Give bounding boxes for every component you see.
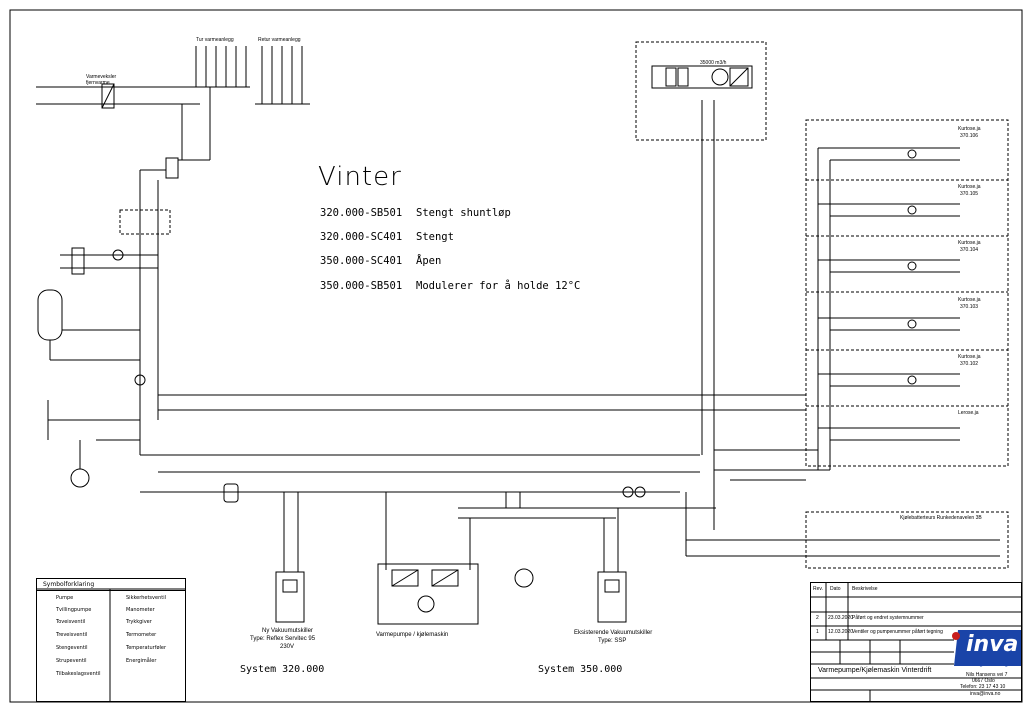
zone-label: Kurtose.ja: [958, 240, 981, 246]
tb-head-rev: Rev.: [813, 586, 823, 592]
tb-head-desc: Beskrivelse: [852, 586, 878, 592]
tb-rev-date: 12.03.2020: [828, 629, 854, 635]
control-row-id: 320.000-SB501: [320, 207, 403, 219]
control-row-id: 350.000-SC401: [320, 255, 403, 267]
caption-left-vac: Ny Vakuumutskiller: [262, 628, 313, 634]
address-line: Telefon: 23 17 43 10: [960, 684, 1006, 690]
sheet-border: [9, 9, 1023, 703]
zone-frame: [805, 119, 1009, 467]
address-line: 0667 Oslo: [972, 678, 995, 684]
legend-item: Energimåler: [126, 658, 157, 664]
legend-item: Tvillingpumpe: [56, 607, 92, 613]
zone-dividers: [806, 179, 1008, 407]
legend-item: Sikkerhetsventil: [126, 595, 166, 601]
zone-code: 370.105: [960, 191, 979, 197]
vacuum-separator-right: [597, 571, 627, 623]
heat-exchanger-2: [165, 157, 179, 179]
zone-label: Kurtose.ja: [958, 126, 981, 132]
expansion-vessel-left: [70, 468, 90, 488]
compressor-icon: [417, 595, 435, 613]
zone-branches: [818, 147, 960, 441]
label-air-unit: 35000 m3/h: [700, 60, 727, 66]
heat-exchanger-dh: [101, 83, 115, 109]
filter-left: [223, 483, 239, 503]
address-line: inva@inva.no: [970, 691, 1001, 697]
legend-item: Pumpe: [56, 595, 74, 601]
legend-item: Strupeventil: [56, 658, 87, 664]
storage-tank: [37, 289, 63, 341]
zone-label: Kurtose.ja: [958, 184, 981, 190]
logo-word: inva: [966, 632, 1019, 657]
legend-title: Symbolforklaring: [37, 579, 185, 591]
tb-head-date: Dato: [830, 586, 841, 592]
control-row-id: 320.000-SC401: [320, 231, 403, 243]
title-block: [810, 582, 1022, 702]
zone-code: 370.104: [960, 247, 979, 253]
inva-logo: [954, 630, 1022, 666]
zone-label: Lerose.ja: [958, 410, 979, 416]
legend: Symbolforklaring: [36, 578, 186, 702]
air-unit-box: [635, 41, 767, 141]
zone-label: Kurtose.ja: [958, 297, 981, 303]
address-line: Nils Hansens vei 7: [966, 672, 1008, 678]
logo-dot: [952, 632, 960, 640]
zone-pumps: [907, 149, 917, 385]
control-row-desc: Stengt shuntløp: [416, 207, 511, 219]
label-retur: Retur varmeanlegg: [258, 37, 301, 43]
tb-rev-desc: Påført og endret systemnummer: [852, 615, 924, 621]
legend-item: Treveisventil: [56, 632, 88, 638]
expansion-vessel-right: [514, 568, 534, 588]
fan-icon: [711, 68, 729, 86]
twin-pump-left: [134, 374, 146, 386]
system-label: System 320.000: [240, 664, 325, 675]
mode-title: Vinter: [318, 162, 402, 192]
separator-box: [505, 491, 521, 509]
twin-pump-right: [622, 486, 634, 498]
control-row-desc: Åpen: [416, 255, 442, 267]
tb-rev: 2: [816, 615, 819, 621]
pump-left: [112, 249, 124, 261]
drawing-name: Varmepumpe/Kjølemaskin Vinterdrift: [818, 667, 932, 674]
control-box: [119, 209, 171, 235]
control-row-desc: Stengt: [416, 231, 454, 243]
caption-left-vac-volt: 230V: [280, 644, 295, 650]
label-heat-exchanger: Varmeveksler fjernvarme: [86, 74, 117, 86]
caption-heatpump: Varmepumpe / kjølemaskin: [376, 632, 449, 638]
legend-item: Manometer: [126, 607, 155, 613]
cooling-return-label: Kjølebatterteurs Runkedenavelen 3B: [900, 515, 982, 521]
heat-exchanger-3: [71, 247, 85, 275]
company-name: Inva Engineering as: [956, 660, 1018, 667]
control-row-id: 350.000-SB501: [320, 280, 403, 292]
tb-rev: 1: [816, 629, 819, 635]
caption-left-vac-type: Type: Reflex Servitec 95: [250, 636, 316, 642]
legend-item: Stengeventil: [56, 645, 88, 651]
system-label: System 350.000: [538, 664, 623, 675]
retur-branches: [261, 46, 303, 104]
control-row-desc: Modulerer for å holde 12°C: [416, 280, 581, 292]
vacuum-separator-left: [275, 571, 305, 623]
legend-item: Temperaturføler: [126, 645, 167, 651]
air-handling-unit: [651, 65, 753, 89]
zone-code: 370.106: [960, 133, 979, 139]
legend-item: Toveisventil: [56, 619, 86, 625]
caption-right-vac-type: Type: SSP: [598, 638, 627, 644]
zone-code: 370.103: [960, 304, 979, 310]
tb-rev-desc: Ventiler og pumpenummer påført tegning: [852, 629, 943, 635]
heatpump-unit: [377, 563, 479, 625]
label-tur: Tur varmeanlegg: [196, 37, 234, 43]
legend-item: Tilbakeslagsventil: [56, 671, 101, 677]
tur-branches: [195, 46, 247, 87]
legend-item: Trykkgiver: [126, 619, 152, 625]
legend-item: Termometer: [126, 632, 157, 638]
caption-right-vac: Eksisterende Vakuumutskiller: [574, 630, 653, 636]
zone-code: 370.102: [960, 361, 979, 367]
tb-rev-date: 23.03.2020: [828, 615, 854, 621]
zone-label: Kurtose.ja: [958, 354, 981, 360]
